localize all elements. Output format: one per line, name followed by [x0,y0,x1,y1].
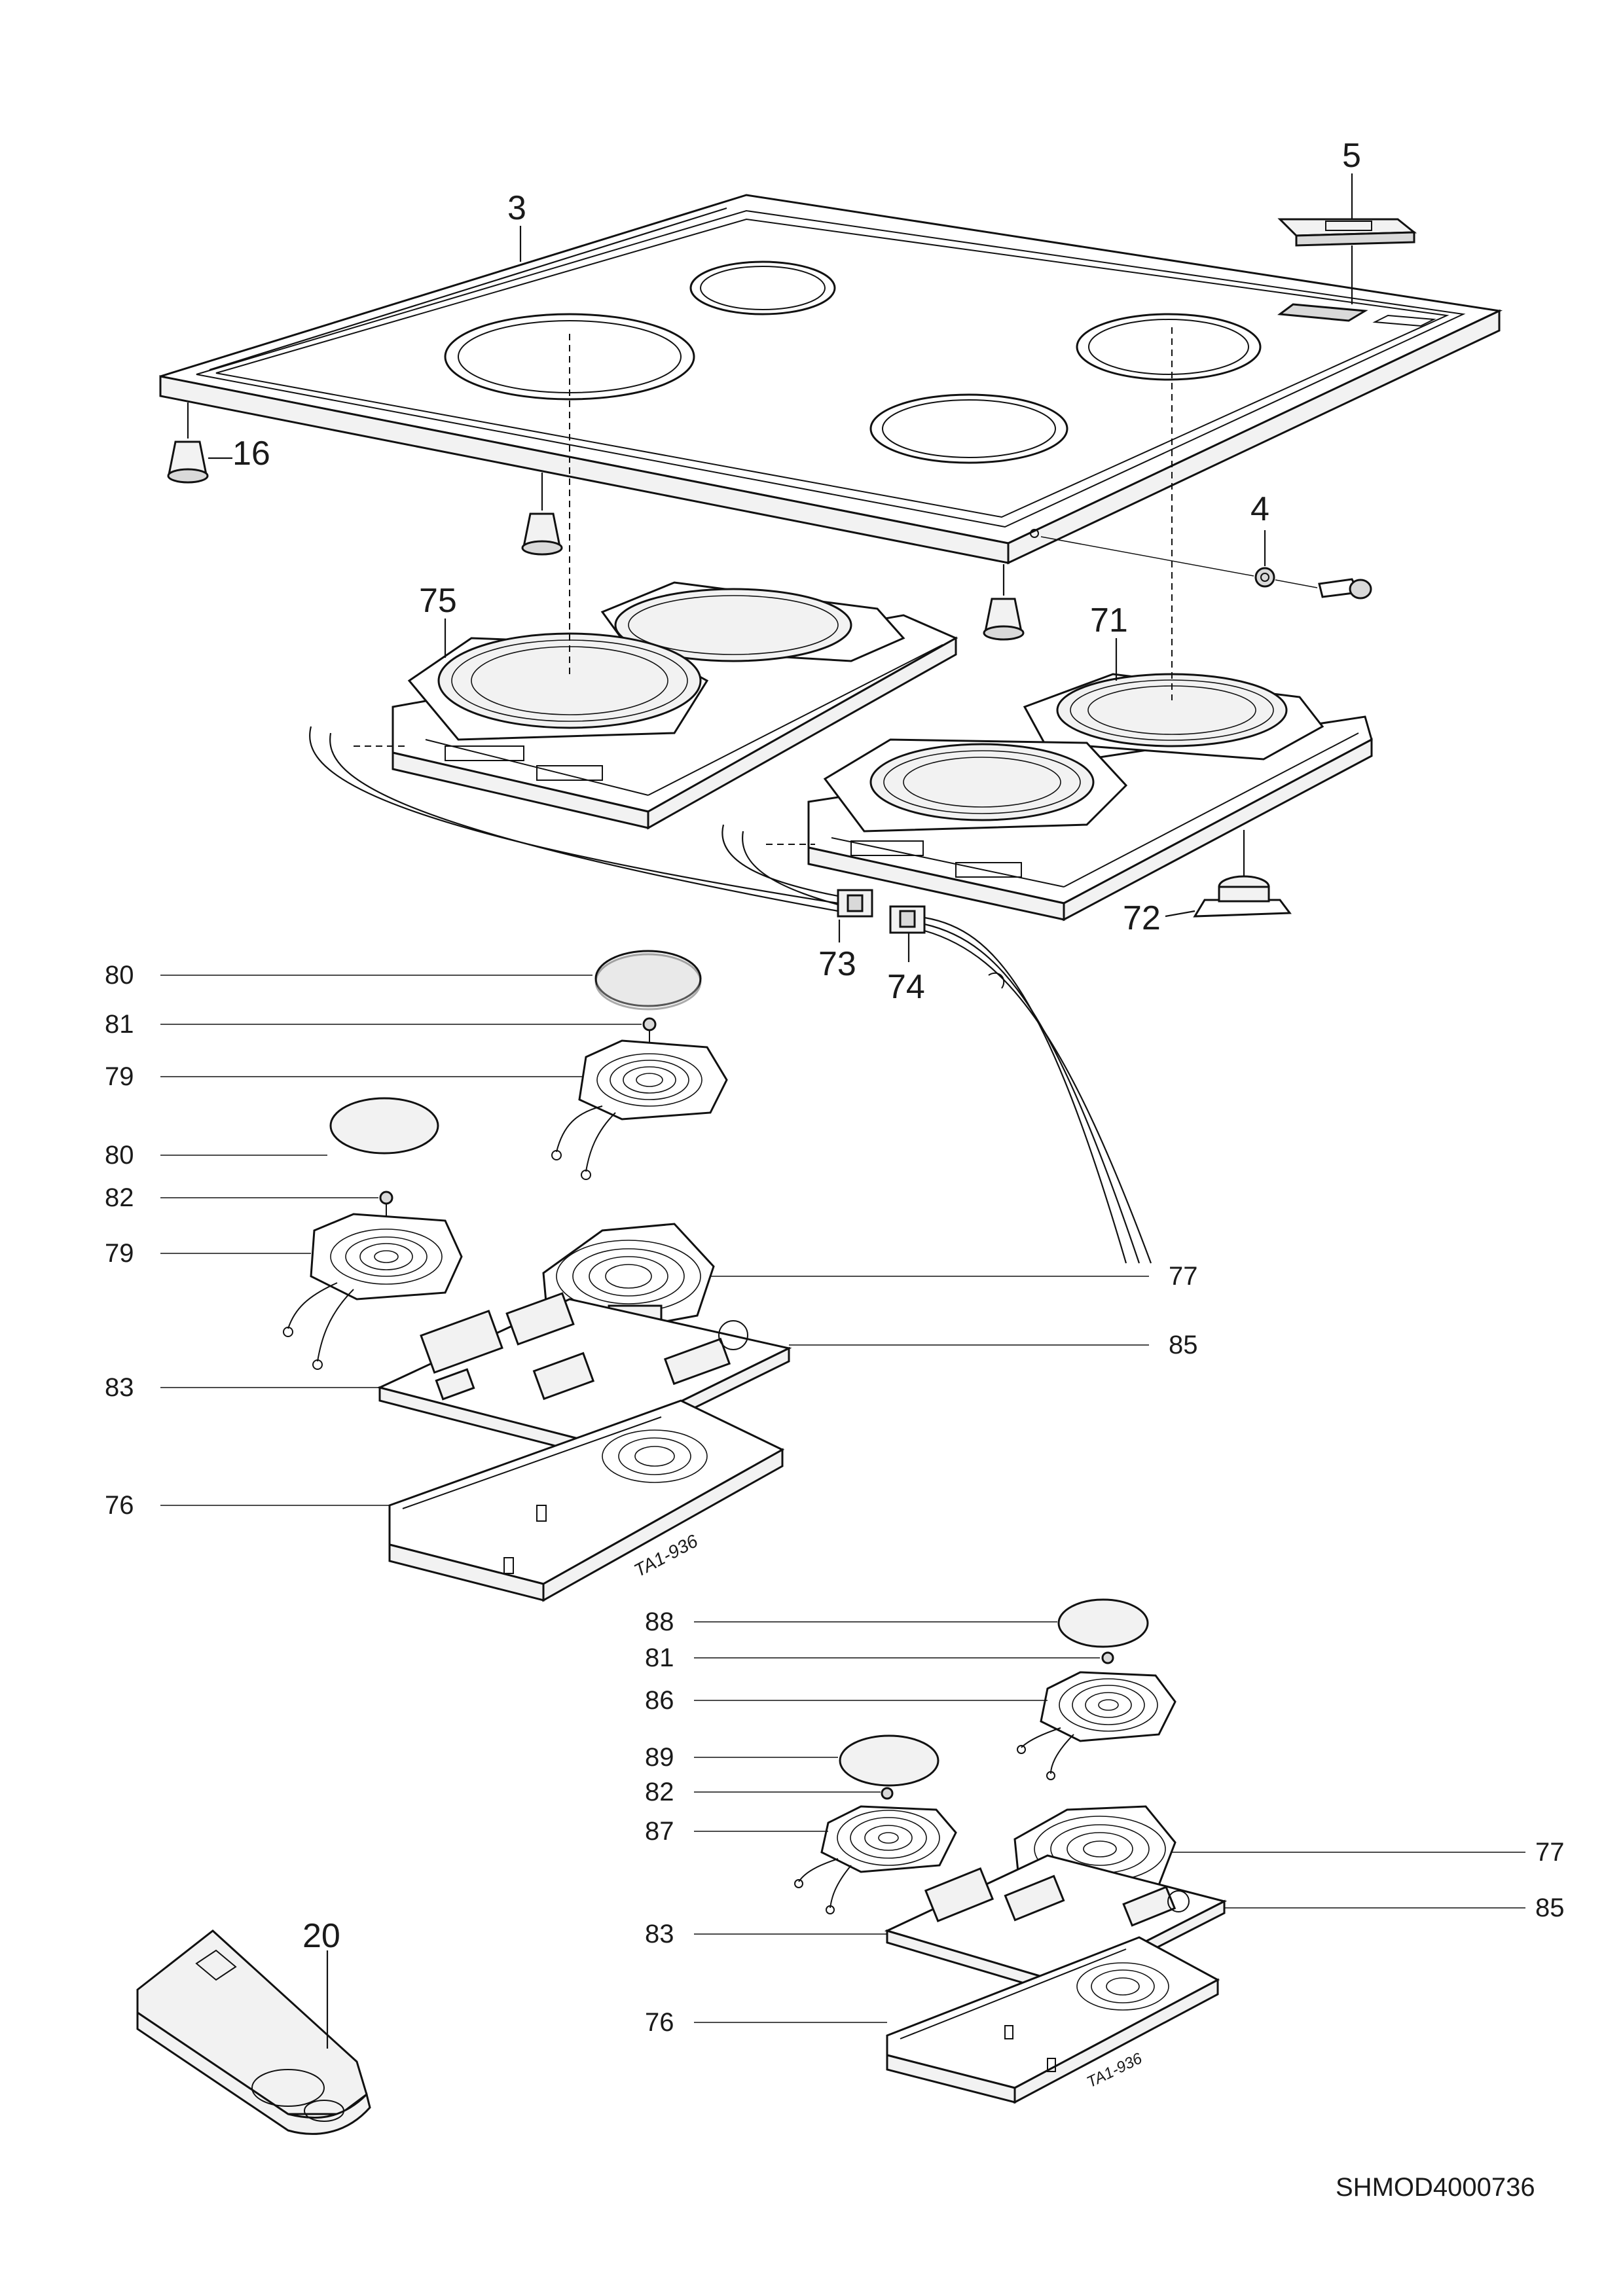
callout-75: 75 [419,582,457,620]
instruction-booklet [136,1929,371,2135]
callout-72: 72 [1123,899,1161,937]
callout-79a: 79 [105,1062,134,1091]
callout-76b: 76 [645,2008,674,2037]
callout-4: 4 [1250,490,1269,528]
callout-83b: 83 [645,1920,674,1948]
callout-73: 73 [818,945,856,983]
callout-82b: 82 [645,1778,674,1806]
callout-89: 89 [645,1743,674,1772]
callout-87: 87 [645,1817,674,1846]
callout-86: 86 [645,1686,674,1715]
left-leader-lines [160,975,1149,1506]
callout-88: 88 [645,1607,674,1636]
right-group-labels: 88 81 86 89 82 87 77 85 83 76 [645,1607,1565,2037]
large-callouts: 3 5 16 4 75 71 72 73 74 20 [232,137,1361,1955]
callout-83a: 83 [105,1373,134,1402]
callout-81a: 81 [105,1010,134,1039]
left-group-labels: 80 81 79 80 82 79 77 85 83 76 [105,961,1198,1520]
callout-85b: 85 [1535,1893,1565,1922]
glass-ceramic-top [159,194,1503,565]
callout-80b: 80 [105,1141,134,1170]
screw-and-washer [1040,530,1372,600]
callout-74: 74 [887,968,925,1006]
callout-5: 5 [1342,137,1361,175]
right-exploded-group: TA1-936 [794,1598,1228,2104]
callout-77b: 77 [1535,1838,1565,1867]
right-leader-lines [694,1621,1525,2023]
reference-code: SHMOD4000736 [1336,2173,1535,2202]
callout-82a: 82 [105,1183,134,1212]
control-cover-part [1277,173,1417,304]
rubber-foot-parts [167,403,1025,641]
connector-74 [889,905,926,962]
callout-80a: 80 [105,961,134,990]
callout-20: 20 [302,1917,340,1955]
callout-76a: 76 [105,1491,134,1520]
callout-81b: 81 [645,1643,674,1672]
callout-3: 3 [507,189,526,227]
callout-16: 16 [232,435,270,473]
wiring-harness [309,726,1152,1264]
callout-77a: 77 [1169,1262,1198,1291]
callout-85a: 85 [1169,1331,1198,1359]
left-exploded-group: TA1-936 [283,950,792,1602]
induction-module-right [807,673,1373,922]
connector-73 [837,889,873,942]
callout-79b: 79 [105,1239,134,1268]
callout-71: 71 [1090,601,1128,639]
induction-module-left [392,581,958,830]
sensor-part [1165,830,1292,918]
